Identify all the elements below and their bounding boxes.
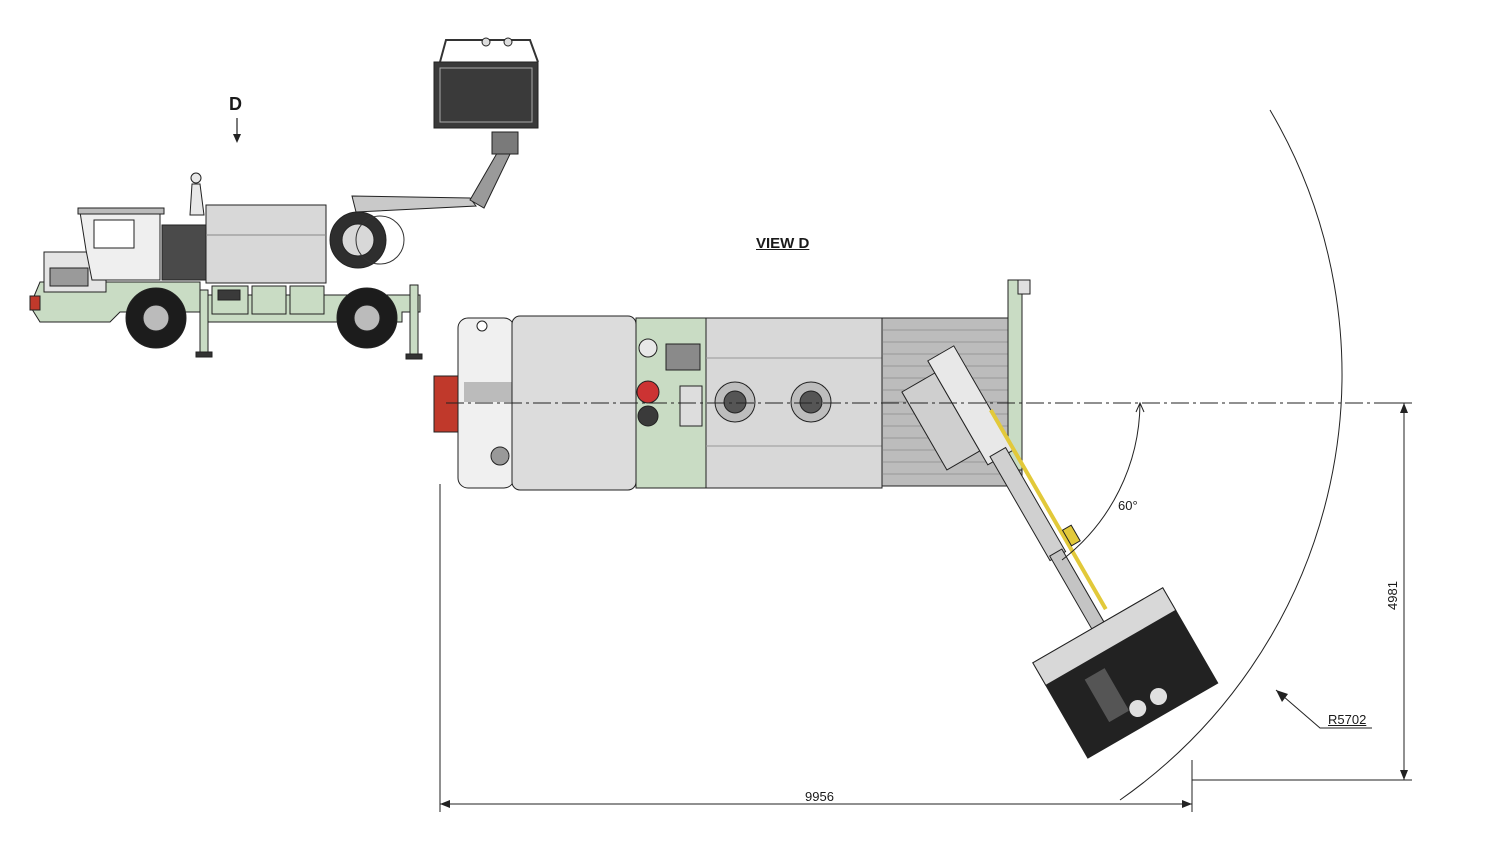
- overall-length-label: 9956: [805, 789, 834, 804]
- work-basket: [433, 61, 539, 129]
- boom-section-1: [989, 446, 1067, 562]
- radius-leader: [1275, 689, 1372, 729]
- view-d-arrow: [233, 118, 241, 143]
- concrete-tank: [205, 204, 327, 284]
- plan-boom: [901, 345, 1219, 759]
- operator-body: [189, 183, 205, 216]
- view-marker-label: D: [229, 94, 242, 114]
- boom-turret: [491, 131, 519, 155]
- plan-view-machine: [433, 279, 1219, 759]
- swing-radius-label: R5702: [1328, 712, 1367, 727]
- overall-width-label: 4981: [1385, 581, 1400, 610]
- side-panel-2: [251, 285, 287, 315]
- front-light: [29, 295, 41, 311]
- boom-lift-arm: [469, 147, 513, 209]
- dimension-lines: [439, 109, 1412, 812]
- reel-guard: [355, 215, 405, 265]
- boom-angle-label: 60°: [1118, 498, 1138, 513]
- side-panel-3: [289, 285, 325, 315]
- front-stabiliser: [199, 289, 209, 356]
- cab-roof: [77, 207, 165, 215]
- operator-head: [190, 172, 202, 184]
- spray-boom: [351, 195, 477, 213]
- rear-lights: [433, 375, 459, 433]
- engine-block: [161, 224, 207, 281]
- battery-box: [217, 289, 241, 301]
- view-title-label: VIEW D: [756, 235, 810, 252]
- rear-stabiliser: [409, 284, 419, 358]
- angle-arc: [1061, 402, 1141, 561]
- front-grille: [49, 267, 89, 287]
- swing-radius-arc: [1119, 109, 1343, 801]
- side-view-machine: [29, 37, 539, 360]
- cab-window: [93, 219, 135, 249]
- dimension-arrows: [440, 403, 1408, 808]
- boom-hydraulic-line: [989, 408, 1108, 611]
